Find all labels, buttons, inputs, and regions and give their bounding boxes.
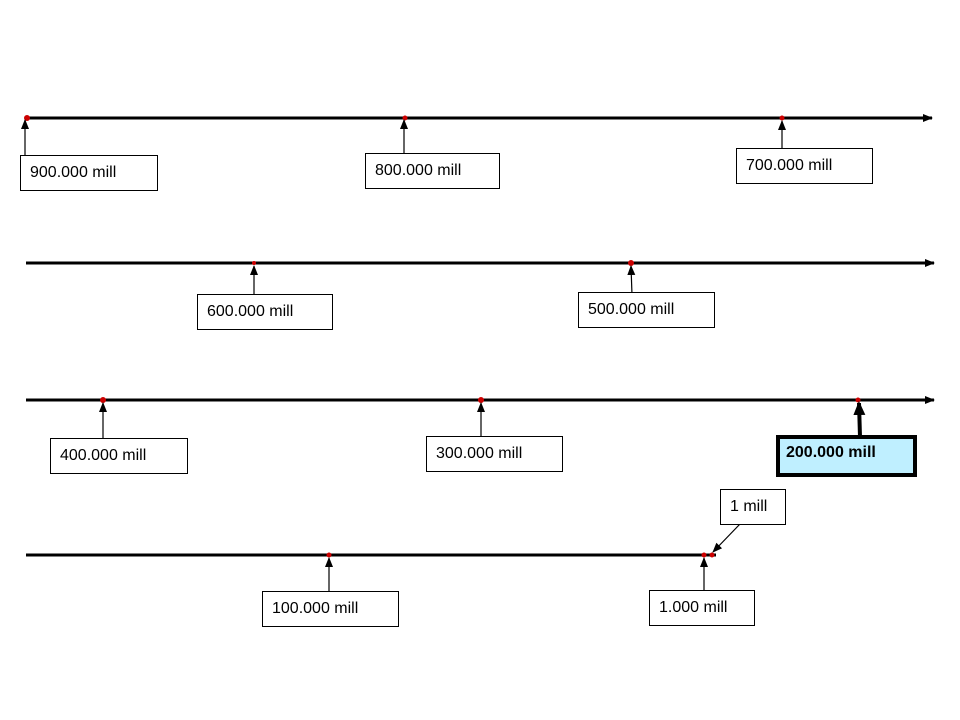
timeline-dot — [701, 552, 707, 558]
label-300000-mill: 300.000 mill — [426, 436, 563, 472]
label-900000-mill: 900.000 mill — [20, 155, 158, 191]
label-1000-mill: 1.000 mill — [649, 590, 755, 626]
timeline-dot — [779, 115, 785, 121]
timeline-dot — [326, 552, 332, 558]
timeline-dot — [628, 260, 634, 266]
label-1-mill: 1 mill — [720, 489, 786, 525]
label-500000-mill: 500.000 mill — [578, 292, 715, 328]
pointer-arrow — [627, 265, 636, 296]
label-400000-mill: 400.000 mill — [50, 438, 188, 474]
timeline-dot — [252, 261, 256, 265]
label-800000-mill: 800.000 mill — [365, 153, 500, 189]
timeline-dot — [855, 397, 861, 403]
timeline-dot — [709, 552, 715, 558]
label-100000-mill: 100.000 mill — [262, 591, 399, 627]
label-600000-mill: 600.000 mill — [197, 294, 333, 330]
timeline-dot — [478, 397, 484, 403]
pointer-arrow-diagonal — [712, 523, 741, 553]
timeline-dot — [100, 397, 106, 403]
pointer-arrow-bold — [853, 401, 866, 438]
label-700000-mill: 700.000 mill — [736, 148, 873, 184]
label-200000-mill-highlighted: 200.000 mill — [776, 435, 917, 477]
timeline-dot — [402, 115, 408, 121]
